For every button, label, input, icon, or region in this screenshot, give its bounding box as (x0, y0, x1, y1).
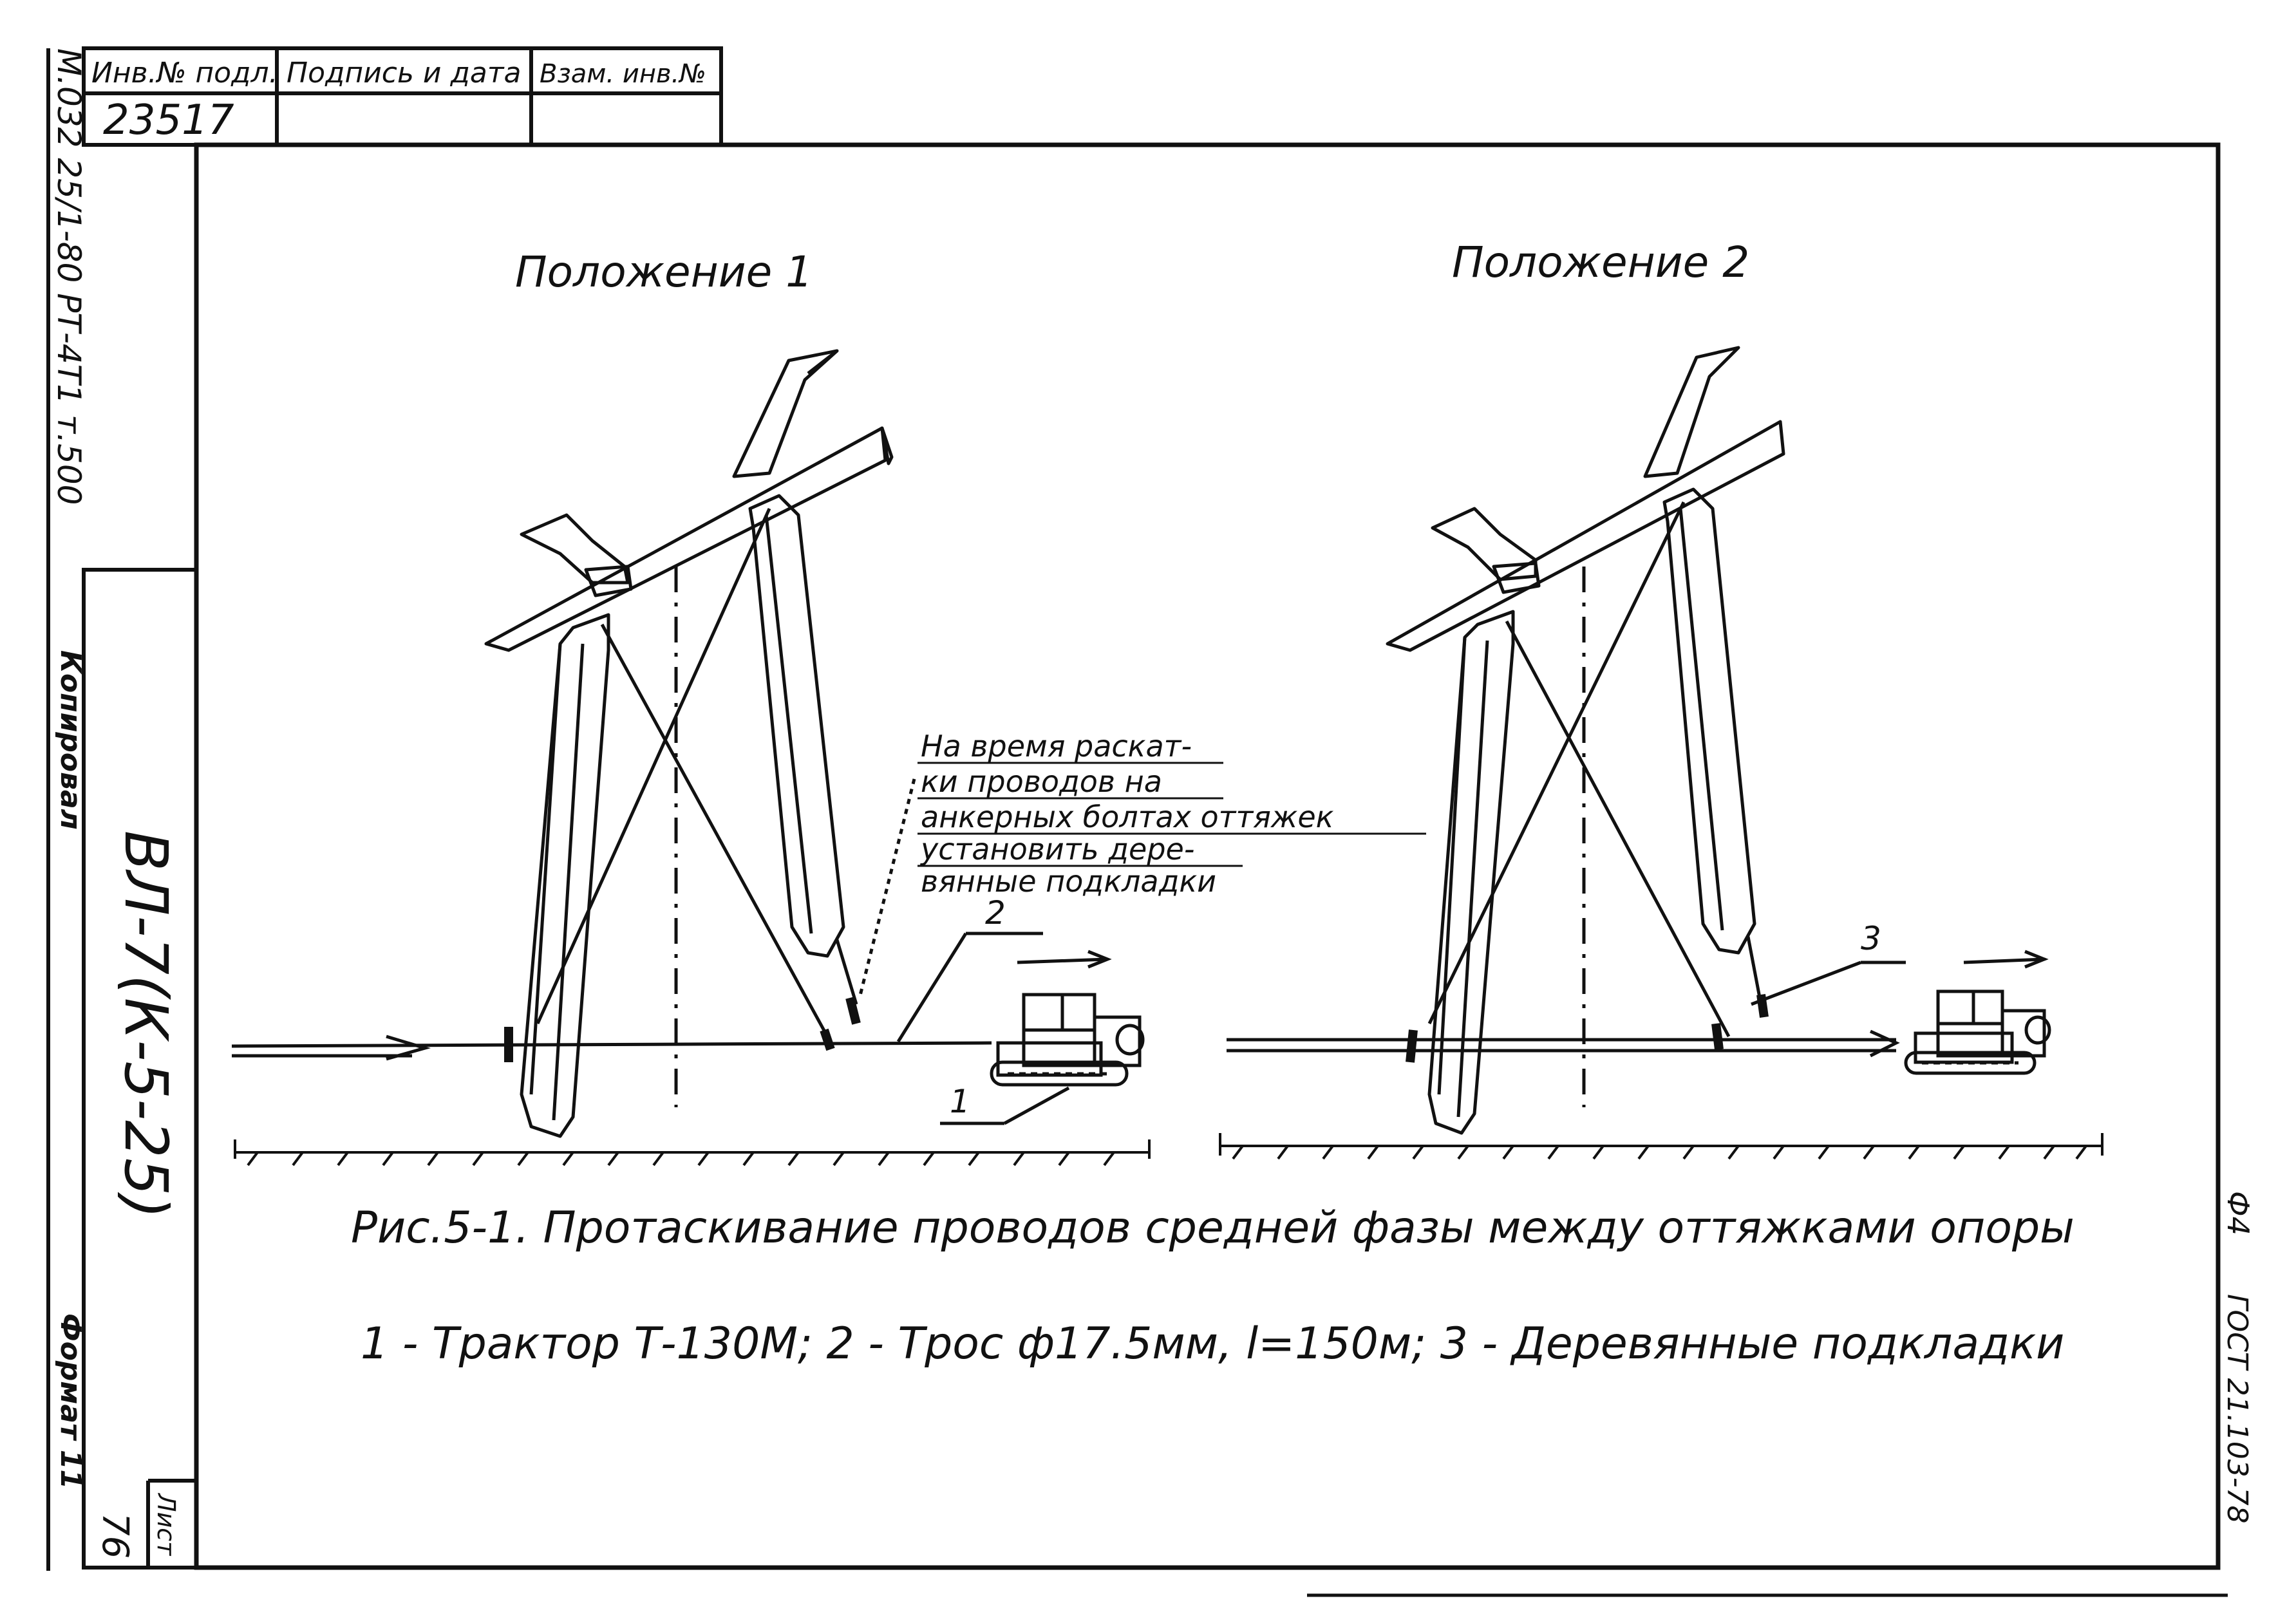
figure-caption: Рис.5-1. Протаскивание проводов средней … (351, 1203, 2075, 1253)
position-2-title: Положение 2 (1452, 238, 1749, 287)
installation-note: На время раскат- ки проводов на анкерных… (917, 729, 1426, 899)
ground-position-1 (234, 1139, 1151, 1167)
right-f4: Ф4 (2221, 1191, 2255, 1235)
tower-position-2 (1386, 346, 1785, 1135)
figure-legend: 1 - Трактор Т-130М; 2 - Трос ф17.5мм, l=… (361, 1318, 2064, 1369)
side-copied: Копировал (54, 650, 87, 830)
wire-position-2 (1227, 961, 1906, 1058)
stamp-inv-header: Инв.№ подл. (91, 57, 278, 89)
note-line-2: ки проводов на (921, 764, 1162, 799)
side-code-vertical: М.032 25/1-80 РТ-4Т1 т.500 (50, 48, 88, 505)
tower-position-1 (484, 349, 894, 1138)
tractor-position-2 (1904, 950, 2051, 1075)
stamp-vzam-header: Взам. инв.№ (540, 59, 706, 89)
side-doc-code: ВЛ-7(К-5-25) (111, 830, 180, 1219)
note-line-5: вянные подкладки (921, 864, 1216, 899)
side-sheet-number: 76 (94, 1513, 136, 1559)
note-line-4: установить дере- (919, 832, 1194, 867)
label-3: 3 (1861, 920, 1881, 957)
side-column (46, 48, 198, 1571)
note-line-3: анкерных болтах оттяжек (921, 800, 1334, 834)
stamp-inv-value: 23517 (103, 97, 234, 144)
side-sheet-label: Лист (152, 1492, 180, 1557)
label-2: 2 (985, 894, 1006, 932)
side-format: Формат 11 (54, 1313, 87, 1489)
label-1: 1 (950, 1083, 970, 1120)
tractor-position-1 (940, 950, 1145, 1125)
position-1-title: Положение 1 (515, 247, 813, 297)
stamp-sign-header: Подпись и дата (287, 57, 521, 89)
ground-position-2 (1219, 1133, 2103, 1160)
right-gost: ГОСТ 21.103-78 (2221, 1294, 2254, 1524)
note-line-1: На время раскат- (921, 729, 1192, 764)
wire-position-1 (231, 778, 1043, 1061)
